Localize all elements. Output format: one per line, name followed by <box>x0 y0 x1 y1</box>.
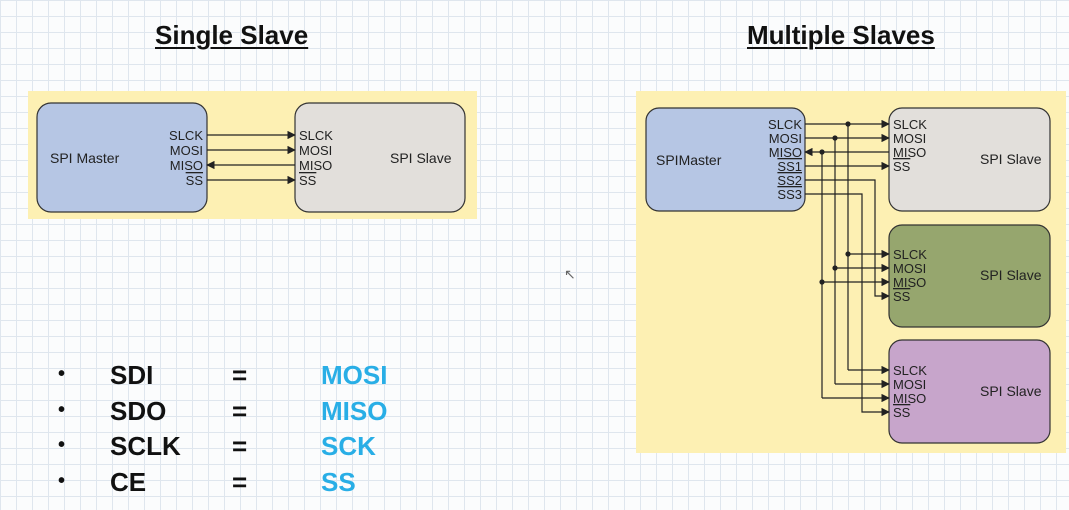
multiple-slaves-diagram: SPIMaster SLCK MOSI MISO SS1 SS2 SS3 SPI… <box>636 91 1066 453</box>
slave-1-label: SPI Slave <box>980 151 1042 167</box>
single-slave-pin-ss: SS <box>299 173 317 188</box>
mapping-row-ce: • CE = SS <box>0 467 420 497</box>
single-master-pin-slck: SLCK <box>169 128 203 143</box>
mapping-row-sclk: • SCLK = SCK <box>0 431 420 461</box>
bullet: • <box>58 434 66 456</box>
bullet: • <box>58 399 66 421</box>
single-spi-slave-box <box>294 102 466 213</box>
multi-spi-master-box <box>645 107 806 212</box>
mapping-equals: = <box>232 396 248 426</box>
single-slave-pin-slck: SLCK <box>299 128 333 143</box>
mapping-equals: = <box>232 360 248 390</box>
slave-3-pin-slck: SLCK <box>893 363 927 378</box>
slave-3-pin-ss: SS <box>893 405 911 420</box>
slave-3-pin-miso: MISO <box>893 391 926 406</box>
single-master-pin-mosi: MOSI <box>170 143 203 158</box>
single-master-label: SPI Master <box>50 150 120 166</box>
slave-1-pin-slck: SLCK <box>893 117 927 132</box>
slave-2-pin-slck: SLCK <box>893 247 927 262</box>
slave-2-pin-ss: SS <box>893 289 911 304</box>
slave-2-label: SPI Slave <box>980 267 1042 283</box>
mapping-value: MOSI <box>321 360 388 390</box>
multiple-slaves-heading: Multiple Slaves <box>747 20 935 50</box>
multi-wiring <box>804 119 890 417</box>
slave-1-pin-mosi: MOSI <box>893 131 926 146</box>
slave-2-box <box>888 224 1051 328</box>
mapping-row-sdo: • SDO = MISO <box>0 396 420 426</box>
slave-3-label: SPI Slave <box>980 383 1042 399</box>
slave-3-pin-mosi: MOSI <box>893 377 926 392</box>
slave-1-pin-ss: SS <box>893 159 911 174</box>
mapping-term: SDO <box>110 396 167 426</box>
multi-master-pin-ss2: SS2 <box>777 173 802 188</box>
mapping-value: SS <box>321 467 356 497</box>
single-slave-pin-miso: MISO <box>299 158 332 173</box>
mapping-equals: = <box>232 467 248 497</box>
single-spi-master-box <box>36 102 208 213</box>
mapping-row-sdi: • SDI = MOSI <box>0 360 420 390</box>
mapping-value: SCK <box>321 431 376 461</box>
multi-junctions <box>819 121 851 285</box>
single-master-pin-ss: SS <box>186 173 204 188</box>
slave-1-box <box>888 107 1051 212</box>
multi-master-pin-mosi: MOSI <box>769 131 802 146</box>
slave-1-pin-miso: MISO <box>893 145 926 160</box>
single-master-pin-miso: MISO <box>170 158 203 173</box>
single-slave-pin-mosi: MOSI <box>299 143 332 158</box>
mapping-term: SCLK <box>110 431 181 461</box>
slave-2-pin-miso: MISO <box>893 275 926 290</box>
bullet: • <box>58 363 66 385</box>
multi-master-pin-miso: MISO <box>769 145 802 160</box>
single-slave-label: SPI Slave <box>390 150 452 166</box>
multi-master-label: SPIMaster <box>656 152 722 168</box>
mapping-term: CE <box>110 467 147 497</box>
slave-3-box <box>888 339 1051 444</box>
single-slave-diagram: SPI Master SPI Slave SLCK MOSI MISO SS S… <box>28 91 477 219</box>
mapping-equals: = <box>232 431 248 461</box>
mapping-value: MISO <box>321 396 388 426</box>
mapping-term: SDI <box>110 360 154 390</box>
mouse-cursor-icon: ↖ <box>564 266 576 282</box>
bullet: • <box>58 470 66 492</box>
multi-master-pin-ss1: SS1 <box>777 159 802 174</box>
single-slave-heading: Single Slave <box>155 20 309 50</box>
slave-2-pin-mosi: MOSI <box>893 261 926 276</box>
multi-master-pin-ss3: SS3 <box>777 187 802 202</box>
multi-master-pin-slck: SLCK <box>768 117 802 132</box>
